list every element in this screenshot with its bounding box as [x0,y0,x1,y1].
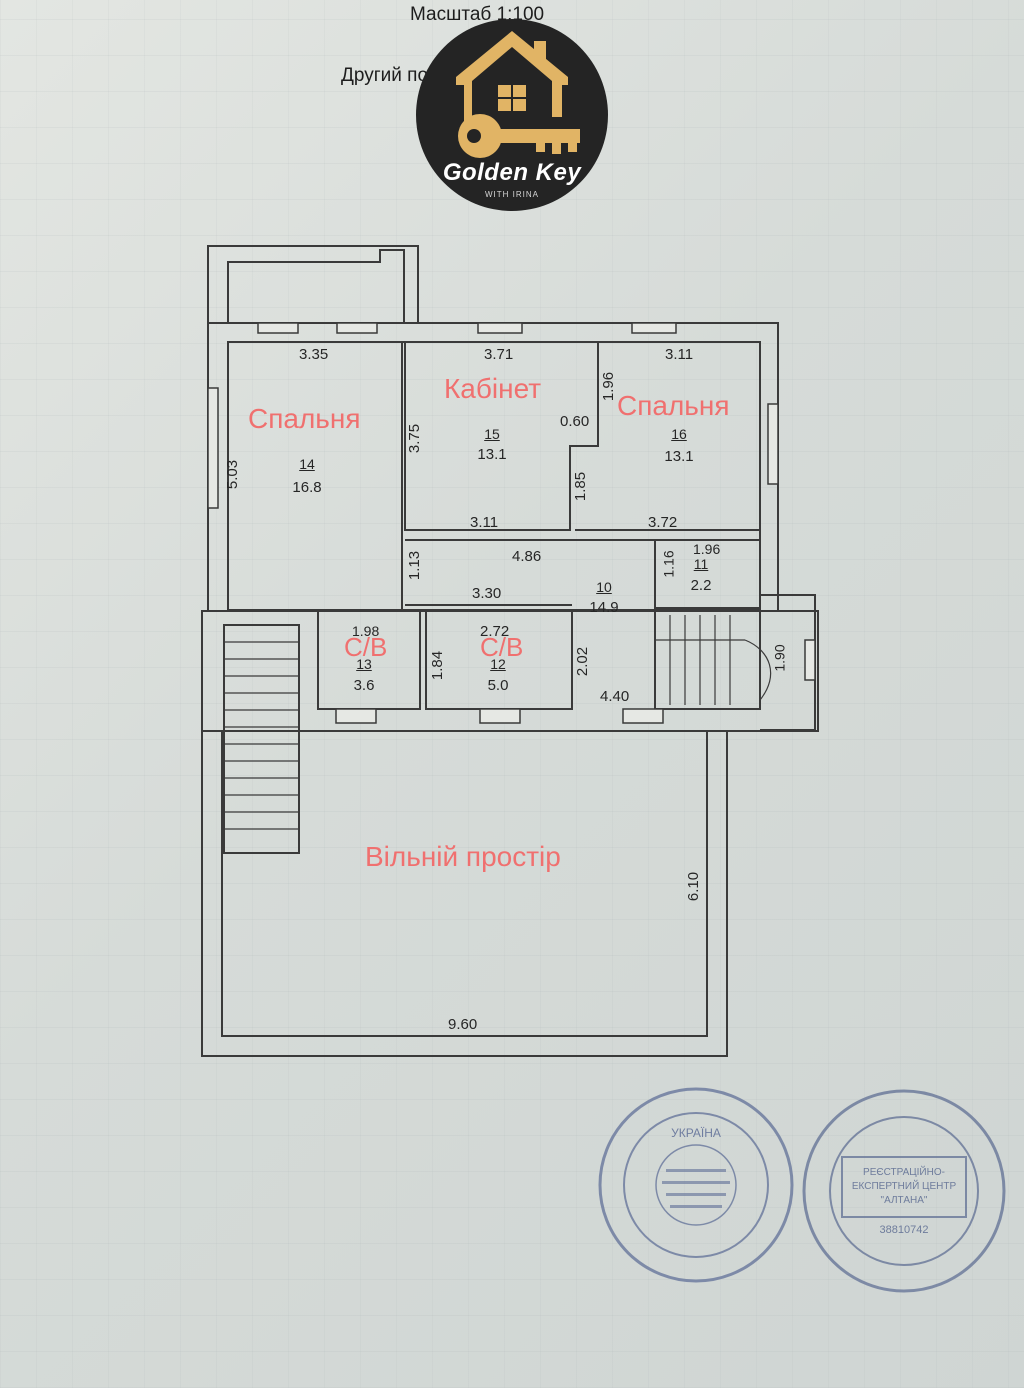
svg-text:"АЛТАНА": "АЛТАНА" [881,1195,928,1206]
svg-text:ЕКСПЕРТНИЙ ЦЕНТР: ЕКСПЕРТНИЙ ЦЕНТР [852,1179,957,1192]
room-name-bedroom-14: Спальня [248,403,361,434]
dimension-label: 4.86 [512,548,542,565]
official-stamp-right: РЕЄСТРАЦІЙНО- ЕКСПЕРТНИЙ ЦЕНТР "АЛТАНА" … [800,1087,1008,1295]
svg-text:УКРАЇНА: УКРАЇНА [671,1126,721,1140]
dimension-label: 1.98 [352,623,380,639]
room-area: 16.8 [292,479,322,496]
dimension-label: 3.30 [472,585,502,602]
dimension-label: 3.72 [648,514,678,531]
dimension-label: 0.60 [560,413,590,430]
room-number: 13 [356,656,372,672]
room-name-study-15: Кабінет [444,373,542,404]
dimension-label: 9.60 [448,1016,478,1033]
room-area: 14.9 [589,599,619,616]
dimension-label: 4.40 [600,688,630,705]
dimension-label: 3.35 [299,346,329,363]
dimension-label: 5.03 [224,459,242,490]
dimension-label: 1.96 [693,541,721,557]
dimension-label: 3.75 [406,423,424,454]
house-key-icon [456,31,580,158]
dimension-label: 1.13 [406,550,424,581]
dimension-label: 3.71 [484,346,514,363]
room-area: 5.0 [487,677,509,694]
dimension-label: 3.11 [470,514,499,531]
room-number: 11 [693,556,709,572]
dimension-label: 1.84 [429,650,447,681]
svg-text:РЕЄСТРАЦІЙНО-: РЕЄСТРАЦІЙНО- [863,1165,945,1178]
dimension-label: 2.72 [480,623,510,640]
dimension-label: 3.11 [665,346,694,363]
room-name-wc-13: С/В [344,632,388,662]
svg-text:38810742: 38810742 [880,1224,929,1236]
room-area: 13.1 [664,448,694,465]
room-number: 10 [596,579,612,595]
dimension-label: 1.90 [771,644,788,672]
dimension-label: 1.16 [660,550,677,578]
room-name-open-space: Вільній простір [365,841,561,872]
room-area: 13.1 [477,446,507,463]
room-name-bedroom-16: Спальня [617,390,730,421]
golden-key-logo: Golden Key WITH IRINA [416,19,608,211]
official-stamp-left: УКРАЇНА [596,1085,796,1285]
room-number: 14 [299,456,315,472]
dimension-label: 1.85 [572,471,590,502]
dimension-label: 6.10 [685,871,703,902]
dimension-label: 2.02 [574,646,592,677]
room-number: 15 [484,426,500,442]
room-number: 16 [671,426,687,442]
logo-title: Golden Key [442,159,582,186]
room-area: 2.2 [690,577,712,594]
room-number: 12 [490,656,506,672]
dimension-label: 1.96 [600,371,618,402]
room-name-wc-12: С/В [480,632,524,662]
room-area: 3.6 [353,677,375,694]
stamp-seal-icon: РЕЄСТРАЦІЙНО- ЕКСПЕРТНИЙ ЦЕНТР "АЛТАНА" … [802,1089,1006,1293]
logo-subtitle: WITH IRINA [485,190,539,199]
stamp-seal-icon: УКРАЇНА [598,1087,794,1283]
